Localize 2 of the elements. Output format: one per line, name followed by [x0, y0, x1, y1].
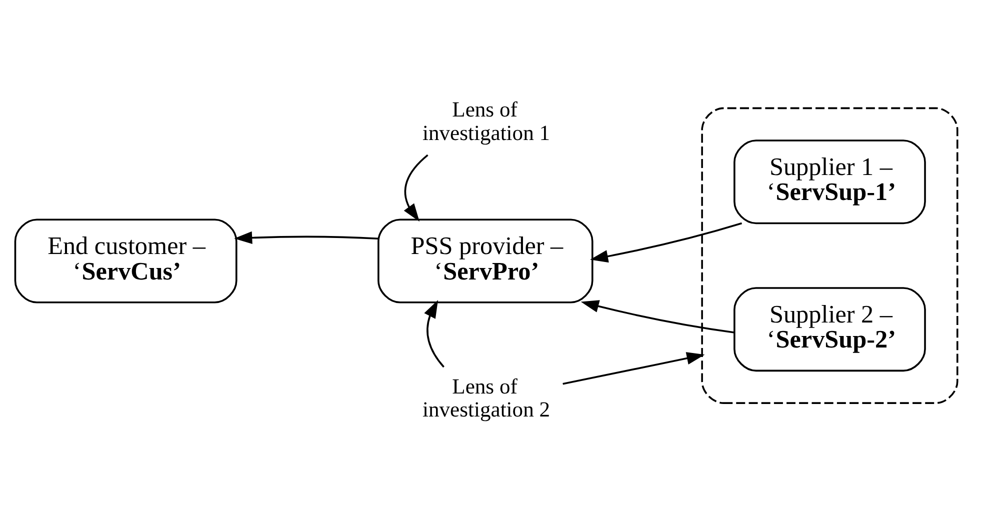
- node-text: Lens of investigation 2: [422, 374, 550, 422]
- node-text: Lens of investigation 1: [422, 97, 550, 145]
